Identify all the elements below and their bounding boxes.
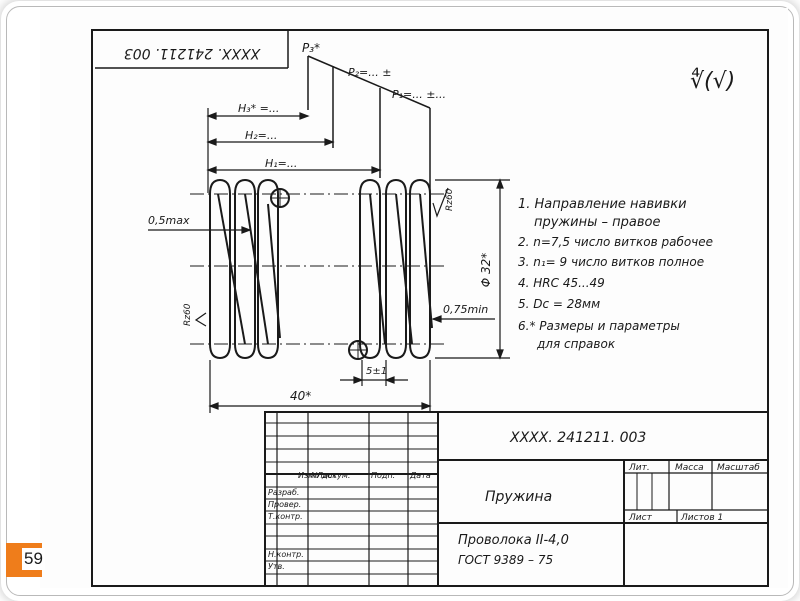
tb-col-docnum: № докум. (310, 471, 350, 480)
technical-notes: 1. Направление навивки пружины – правое … (518, 197, 713, 351)
force-p2-label: P₂=... ± (348, 66, 391, 79)
diameter-dimension (435, 178, 510, 360)
tb-scale: Масштаб (717, 463, 760, 473)
roughness-right-label: Rz60 (445, 188, 455, 211)
tb-row-prover: Провер. (268, 500, 301, 509)
drawing-canvas: XXXX. 241211. 003 ∜(√) P₃* P₂=... ± P₁=.… (91, 29, 769, 587)
tb-row-tkontr: Т.контр. (268, 512, 303, 521)
pitch-dimension (340, 360, 408, 386)
corner-stamp-text: XXXX. 241211. 003 (124, 45, 261, 61)
roughness-right-mark (432, 187, 449, 218)
height-dimensions (206, 108, 382, 193)
roughness-left-mark (194, 312, 207, 327)
diameter-label: Φ 32* (479, 253, 493, 288)
height-h2-label: H₂=... (245, 129, 277, 142)
tb-col-date: Дата (409, 471, 431, 480)
note-line-5: 4. HRC 45...49 (518, 276, 605, 290)
tb-row-razrab: Разраб. (268, 488, 299, 497)
note-line-4: 3. n₁= 9 число витков полное (518, 255, 704, 269)
wall-dimension-label: 0,5max (148, 214, 190, 227)
tb-mass: Масса (675, 463, 704, 473)
force-p1-label: P₁=... ±... (392, 88, 446, 101)
tb-sheet: Лист (628, 513, 653, 523)
end-gap-dimension (431, 315, 495, 323)
tb-material-1: Проволока II-4,0 (458, 533, 569, 548)
force-line (307, 55, 431, 109)
tb-row-utv: Утв. (268, 562, 285, 571)
tb-material-2: ГОСТ 9389 – 75 (458, 553, 553, 567)
length-dimension (208, 360, 432, 413)
height-h1-label: H₁=... (265, 157, 297, 170)
roughness-left-label: Rz60 (183, 303, 193, 326)
tb-col-izm: Изм Лист (298, 471, 337, 480)
tb-sheets: Листов 1 (680, 513, 723, 523)
note-line-1: 1. Направление навивки (518, 197, 687, 212)
height-h3-label: H₃* =... (238, 102, 279, 115)
tb-row-nkontr: Н.контр. (268, 550, 304, 559)
spring-coils (209, 178, 433, 360)
force-diagram (307, 55, 431, 213)
tb-designation: XXXX. 241211. 003 (509, 430, 646, 446)
pitch-label: 5±1 (366, 366, 387, 377)
page-number: 59 (22, 548, 45, 570)
roughness-mark: ∜(√) (690, 67, 735, 94)
corner-stamp: XXXX. 241211. 003 (95, 30, 289, 69)
note-line-3: 2. n=7,5 число витков рабочее (518, 235, 713, 249)
end-gap-label: 0,75min (443, 303, 488, 316)
tb-part-name: Пружина (485, 489, 552, 505)
scanned-drawing: XXXX. 241211. 003 ∜(√) P₃* P₂=... ± P₁=.… (40, 8, 788, 588)
tb-lit: Лит. (628, 463, 650, 473)
force-p3-label: P₃* (302, 41, 320, 55)
title-block (264, 411, 769, 587)
center-lines (190, 193, 445, 345)
note-line-7: 6.* Размеры и параметры (518, 319, 680, 333)
note-line-8: для справок (536, 337, 616, 351)
wall-dimension (148, 226, 252, 234)
length-label: 40* (290, 389, 311, 403)
note-line-6: 5. Dc = 28мм (518, 297, 600, 311)
note-line-2: пружины – правое (534, 215, 660, 230)
tb-col-sign: Подп. (371, 471, 395, 480)
